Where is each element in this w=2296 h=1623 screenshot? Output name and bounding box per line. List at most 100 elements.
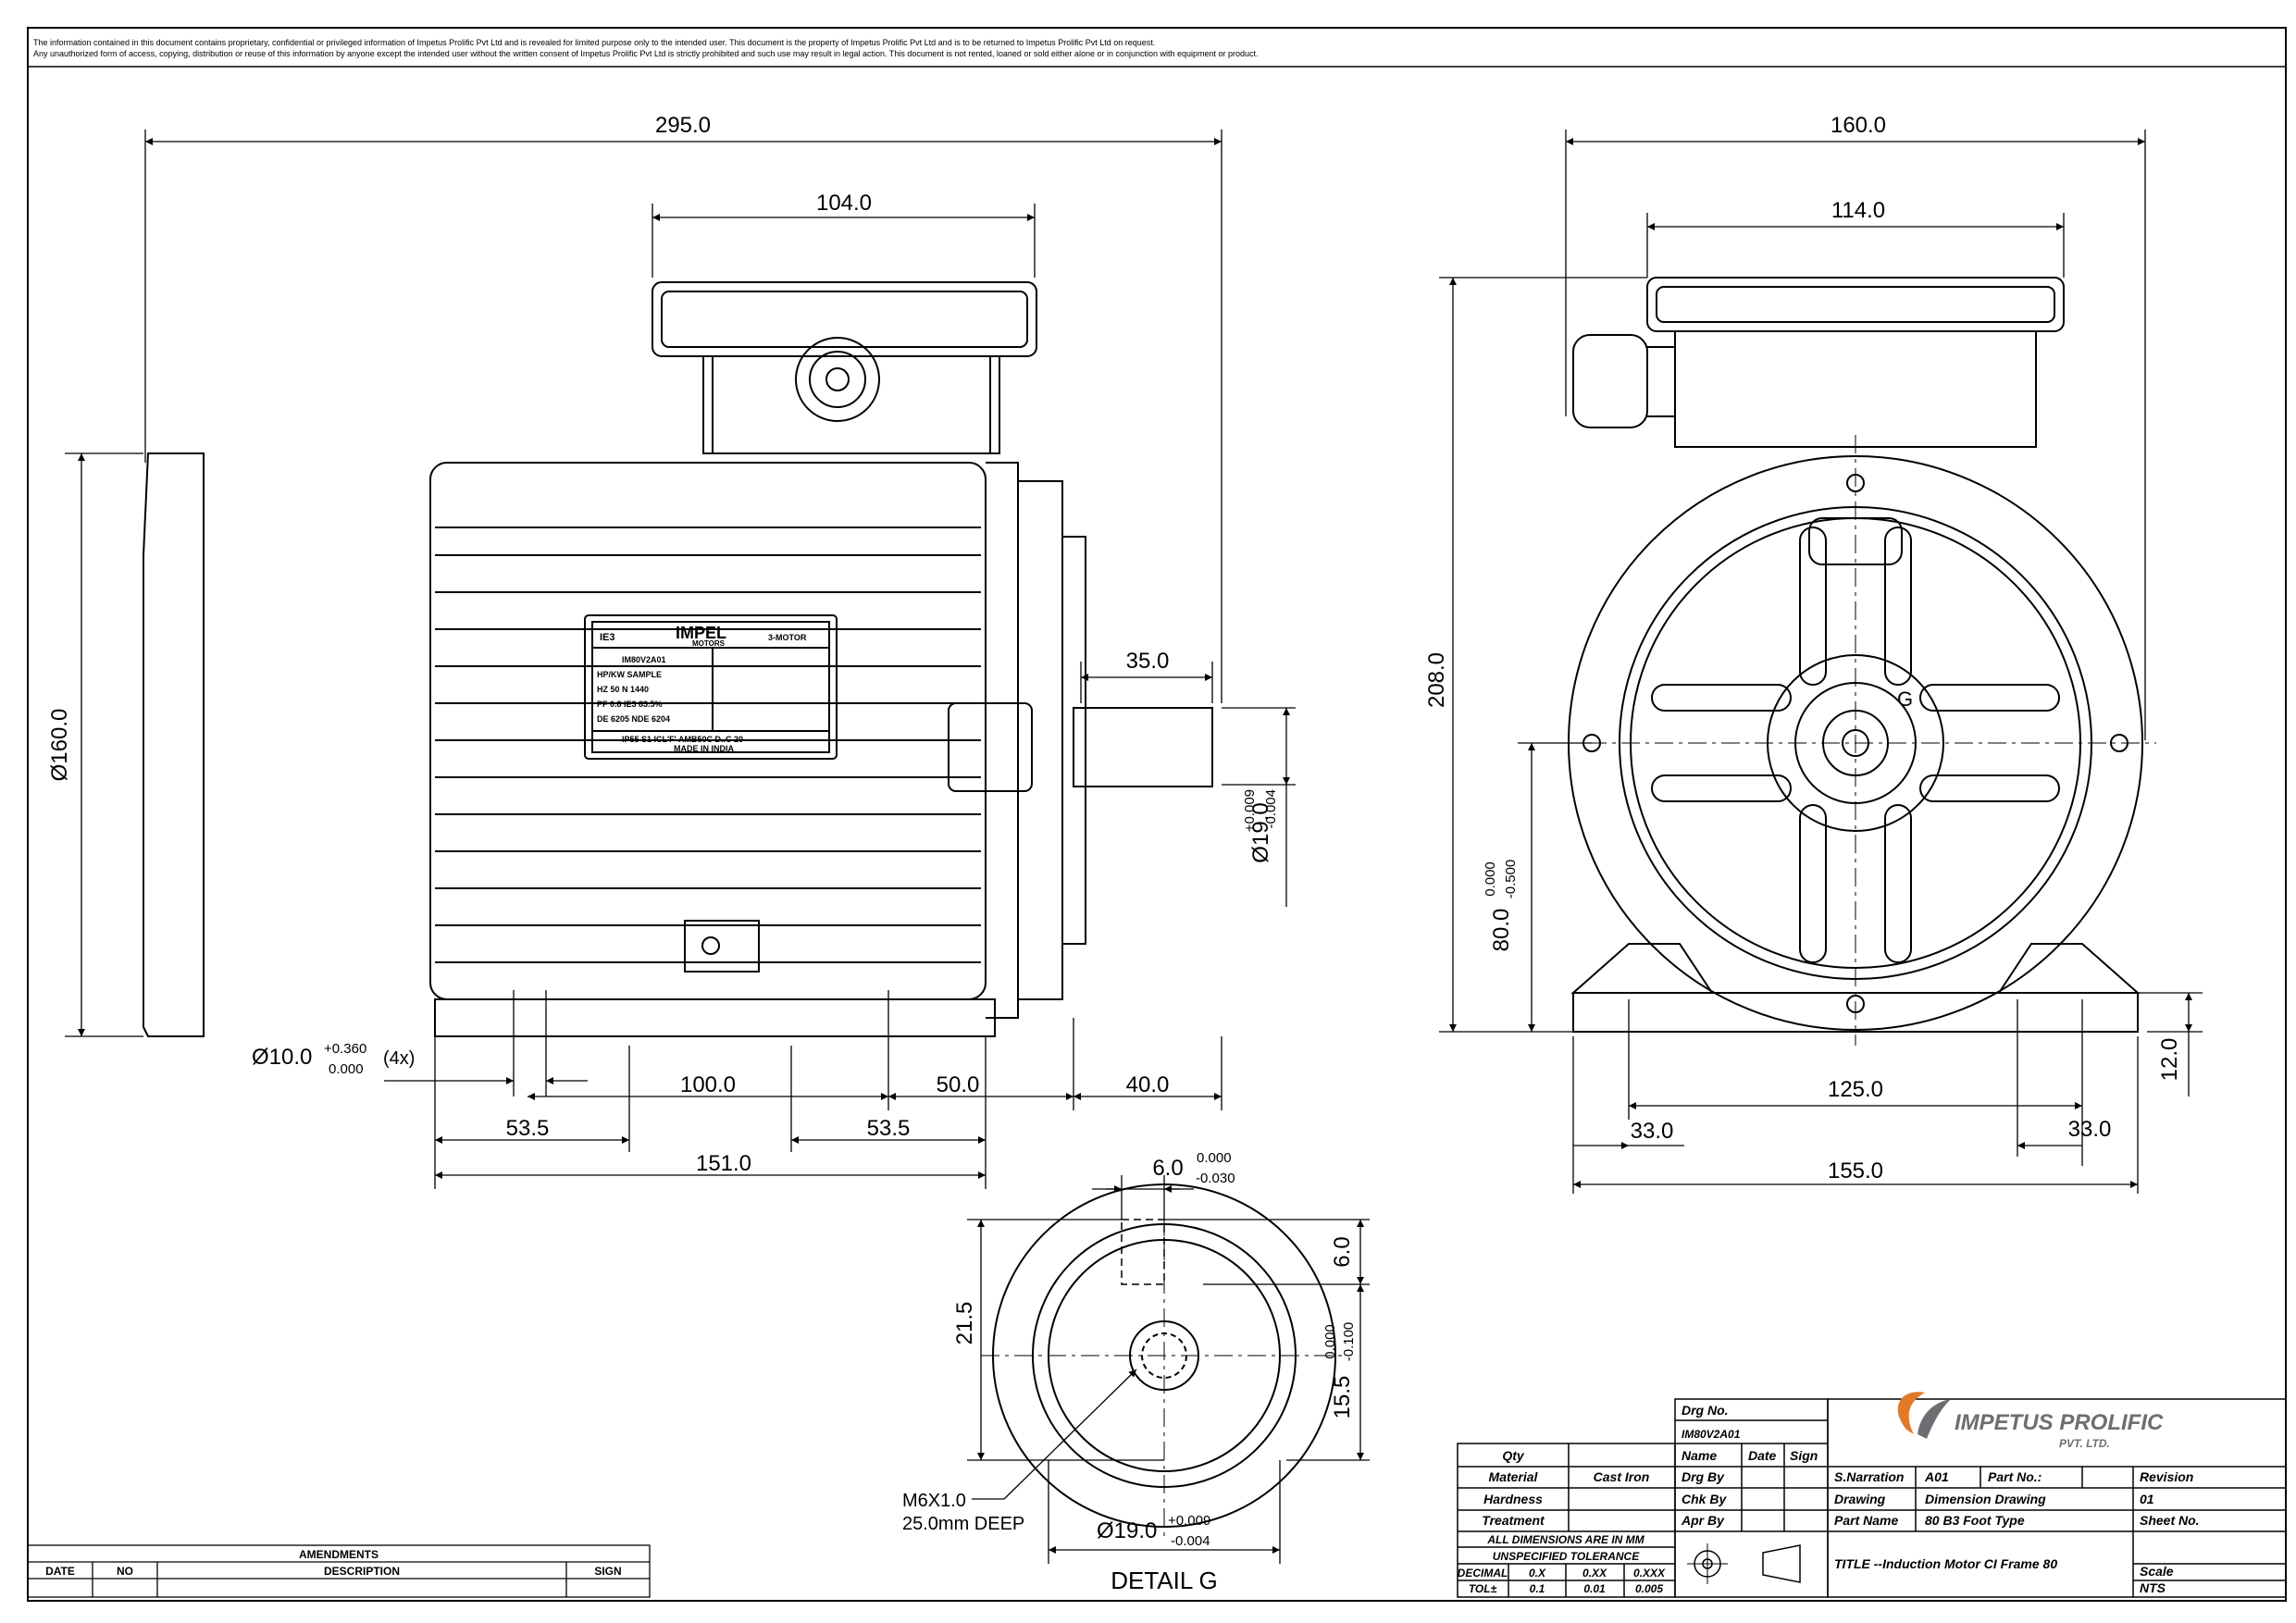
dim-shaft-height-tol-up: 0.000	[1483, 861, 1498, 897]
amendments-col-date: DATE	[45, 1565, 75, 1578]
detail-g	[981, 1175, 1347, 1536]
tb-material: Cast Iron	[1594, 1469, 1650, 1484]
dim-keyway-width-tol-up: 0.000	[1197, 1150, 1232, 1166]
tb-drawing: Dimension Drawing	[1925, 1492, 2046, 1506]
tb-tol-head: 0.XX	[1582, 1567, 1607, 1580]
logo-swoosh-icon	[1917, 1399, 1951, 1439]
nameplate-type: 3-MOTOR	[768, 633, 807, 642]
tb-chk-by: Chk By	[1682, 1492, 1727, 1506]
sheet-border	[27, 27, 2287, 1602]
nameplate-row: IP55 S1 ICL'F' AMB50C D..C 20	[622, 735, 743, 744]
nameplate-made-in: MADE IN INDIA	[674, 744, 735, 753]
detail-title: DETAIL G	[1111, 1567, 1218, 1594]
dim-foot-centers: 125.0	[1828, 1077, 1883, 1102]
tb-part-no-label: Part No.:	[1988, 1469, 2042, 1484]
dim-detail-shaft-dia: Ø19.0	[1097, 1518, 1157, 1543]
tb-tol-val: 0.005	[1635, 1582, 1663, 1595]
nameplate-sub: MOTORS	[692, 639, 726, 648]
amendments-col-no: NO	[117, 1565, 133, 1578]
tb-drawing-label: Drawing	[1834, 1492, 1886, 1506]
dim-hole-tol-up: +0.360	[324, 1041, 366, 1057]
dim-keyway-width: 6.0	[1152, 1156, 1183, 1181]
dim-key-height-tol-lo: -0.100	[1341, 1322, 1357, 1362]
detail-g-dimensions	[967, 1175, 1370, 1564]
amendments-title: AMENDMENTS	[299, 1548, 379, 1561]
nameplate-row: IM80V2A01	[622, 655, 666, 664]
nameplate-row: HZ 50 N 1440	[597, 685, 649, 694]
logo-company-sub: PVT. LTD.	[2059, 1437, 2110, 1450]
nameplate-row: HP/KW SAMPLE	[597, 670, 662, 679]
end-view-detail-label: G	[1897, 688, 1913, 711]
tb-tol-val: 0.01	[1583, 1582, 1606, 1595]
tb-sign-label: Sign	[1790, 1448, 1818, 1463]
dim-foot-edge-left: 33.0	[1631, 1119, 1674, 1144]
logo-flame-icon	[1897, 1392, 1925, 1434]
side-view	[143, 281, 1213, 1037]
tb-drg-no: IM80V2A01	[1682, 1428, 1741, 1441]
dim-shaft-extension: 40.0	[1126, 1072, 1170, 1097]
dim-keyway-depth: 6.0	[1330, 1236, 1355, 1267]
side-view-dim-text: 295.0 104.0 Ø160.0 35.0 Ø19.0 +0.009 -0.…	[47, 113, 1279, 1176]
tb-treatment-label: Treatment	[1482, 1513, 1545, 1528]
amendments-table	[27, 1544, 651, 1598]
notice-line-2: Any unauthorized form of access, copying…	[33, 49, 1259, 58]
dim-frame-diameter: Ø160.0	[47, 709, 72, 782]
dim-hole-diameter: Ø10.0	[252, 1045, 312, 1070]
tb-apr-by: Apr By	[1681, 1513, 1725, 1528]
tb-qty-label: Qty	[1502, 1448, 1525, 1463]
dim-foot-thickness: 12.0	[2157, 1038, 2182, 1082]
tb-tol-head: 0.XXX	[1633, 1567, 1666, 1580]
terminal-box	[652, 281, 1037, 454]
tb-units-note: ALL DIMENSIONS ARE IN MM	[1486, 1533, 1644, 1546]
tb-name-label: Name	[1682, 1448, 1717, 1463]
tb-drg-no-label: Drg No.	[1682, 1403, 1729, 1418]
tb-tol-head: DECIMAL	[1458, 1567, 1508, 1580]
tb-s-narration-label: S.Narration	[1834, 1469, 1904, 1484]
tb-tol-val: TOL±	[1469, 1582, 1497, 1595]
nameplate-text: IE3 IMPEL MOTORS 3-MOTOR IM80V2A01 HP/KW…	[597, 624, 807, 753]
title-block-text: Drg No. IM80V2A01 Qty Material Cast Iron…	[1458, 1403, 2200, 1595]
tb-date-label: Date	[1748, 1448, 1777, 1463]
dim-shaft-length: 35.0	[1126, 649, 1170, 674]
confidentiality-notice: The information contained in this docume…	[33, 37, 1259, 59]
tb-title: TITLE --Induction Motor CI Frame 80	[1834, 1556, 2057, 1571]
dim-shaft-diameter: Ø19.0	[1248, 802, 1273, 862]
motor-foot	[434, 920, 996, 1037]
nameplate	[584, 614, 838, 760]
tb-tol-val: 0.1	[1530, 1582, 1545, 1595]
fan-cowl	[143, 452, 205, 1037]
nameplate-brand: IMPEL	[676, 624, 726, 642]
dim-foot-left: 53.5	[506, 1116, 550, 1141]
tb-scale-label: Scale	[2140, 1564, 2174, 1579]
dim-shaft-height: 80.0	[1489, 909, 1514, 952]
tb-drg-by: Drg By	[1682, 1469, 1725, 1484]
amendments-col-description: DESCRIPTION	[324, 1565, 400, 1578]
dim-foot-hole-spacing: 100.0	[680, 1072, 736, 1097]
tb-tol-note: UNSPECIFIED TOLERANCE	[1493, 1550, 1640, 1563]
dim-hole-count: (4x)	[383, 1048, 415, 1069]
dim-detail-shaft-tol-lo: -0.004	[1171, 1533, 1210, 1549]
thread-note-depth: 25.0mm DEEP	[902, 1514, 1024, 1534]
end-view-dim-text: 160.0 114.0 208.0 80.0 0.000 -0.500 125.…	[1424, 113, 2182, 1183]
tb-hardness-label: Hardness	[1483, 1492, 1543, 1506]
dim-foot-edge-right: 33.0	[2068, 1117, 2112, 1142]
dim-keyway-width-tol-lo: -0.030	[1196, 1171, 1235, 1186]
nameplate-ie-tag: IE3	[600, 632, 615, 643]
tb-part-name-label: Part Name	[1834, 1513, 1898, 1528]
motor-body	[429, 462, 1213, 1019]
logo-company-name: IMPETUS PROLIFIC	[1955, 1410, 2164, 1435]
end-view	[1555, 277, 2156, 1046]
end-terminal-box	[1572, 277, 2065, 448]
dim-foot-length: 151.0	[696, 1151, 751, 1176]
amendments-text: AMENDMENTS DATE NO DESCRIPTION SIGN	[45, 1548, 622, 1578]
company-logo: IMPETUS PROLIFIC PVT. LTD.	[1897, 1392, 2164, 1450]
notice-line-1: The information contained in this docume…	[33, 38, 1156, 47]
title-block	[1457, 1398, 2287, 1598]
dim-shaft-tol-lo: -0.004	[1263, 789, 1279, 829]
nameplate-row: DE 6205 NDE 6204	[597, 714, 670, 724]
tb-material-label: Material	[1489, 1469, 1539, 1484]
dim-shoulder-distance: 50.0	[937, 1072, 980, 1097]
dim-terminal-box-width: 104.0	[816, 191, 872, 216]
tb-s-narration: A01	[1924, 1469, 1949, 1484]
